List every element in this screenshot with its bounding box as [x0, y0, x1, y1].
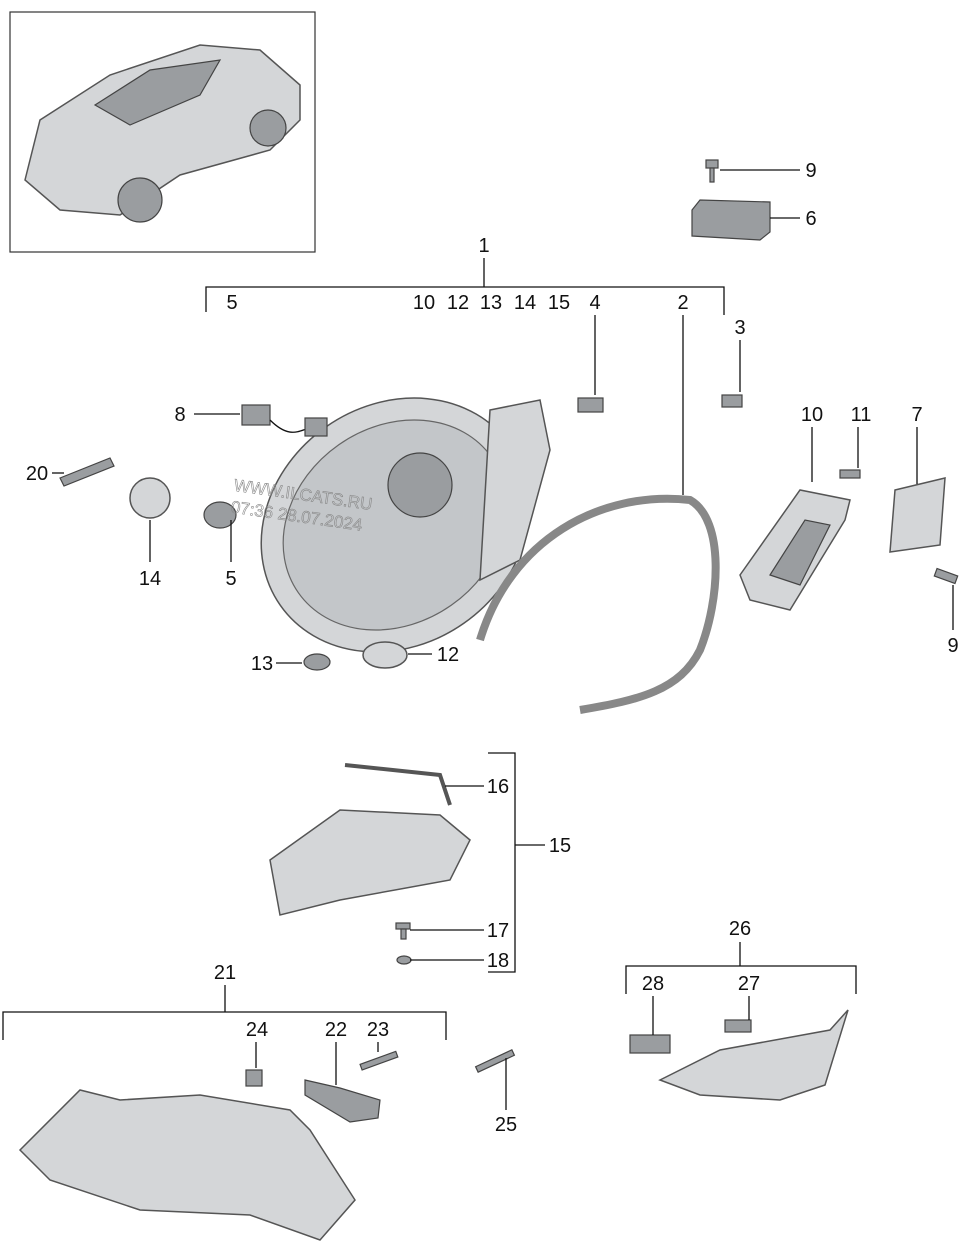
callout-1-sub-15: 15: [548, 292, 570, 314]
part-headlight-housing: [260, 397, 551, 653]
callout-24: 24: [246, 1019, 268, 1041]
callout-28: 28: [642, 973, 664, 995]
callout-labels: 9 6 1 5 10 12 13 14 15 4 2 3 8 20 14 5 1…: [26, 160, 959, 1136]
callout-9: 9: [805, 160, 816, 182]
part-screw-17: [395, 922, 411, 940]
callout-1-sub-12: 12: [447, 292, 469, 314]
callout-1-sub-14: 14: [514, 292, 536, 314]
callout-12: 12: [437, 644, 459, 666]
part-cap-12: [362, 641, 408, 669]
part-screw-23: [359, 1050, 399, 1071]
callout-15: 15: [549, 835, 571, 857]
callout-10: 10: [801, 404, 823, 426]
part-nut-24: [245, 1069, 263, 1087]
part-bulb-3: [721, 394, 743, 408]
callout-16: 16: [487, 776, 509, 798]
callout-3: 3: [734, 317, 745, 339]
callout-1-sub-10: 10: [413, 292, 435, 314]
part-bulb-27: [724, 1019, 752, 1033]
callout-26: 26: [729, 918, 751, 940]
callout-1-sub-5: 5: [226, 292, 237, 314]
callout-1: 1: [478, 235, 489, 257]
part-gasket-2: [476, 494, 720, 714]
callout-8: 8: [174, 404, 185, 426]
part-rod-16: [344, 763, 452, 806]
callout-5: 5: [225, 568, 236, 590]
callout-18: 18: [487, 950, 509, 972]
callout-7: 7: [911, 404, 922, 426]
part-socket-28: [629, 1034, 671, 1054]
callout-4: 4: [589, 292, 600, 314]
part-cap-13: [303, 653, 331, 671]
part-screw-9-right: [933, 567, 959, 585]
part-harness-8: [241, 404, 328, 437]
callout-27: 27: [738, 973, 760, 995]
part-screw-9-top: [705, 159, 719, 183]
part-bulb-5: [203, 501, 237, 529]
callout-25: 25: [495, 1114, 517, 1136]
part-daytime-light-21: [18, 1089, 356, 1241]
vehicle-thumbnail: [9, 11, 316, 253]
part-bracket-15: [269, 809, 471, 916]
part-screw-25: [474, 1049, 516, 1073]
callout-21: 21: [214, 962, 236, 984]
part-control-unit-6: [691, 199, 771, 241]
leader-lines: [2, 169, 954, 1110]
part-ballast-10: [739, 489, 851, 611]
callout-9-right: 9: [947, 635, 958, 657]
part-screw-11: [839, 469, 861, 479]
part-cap-14: [129, 477, 171, 519]
callout-14: 14: [139, 568, 161, 590]
callout-2: 2: [677, 292, 688, 314]
callout-17: 17: [487, 920, 509, 942]
part-socket-22: [304, 1079, 381, 1123]
part-bulb-4: [577, 397, 604, 413]
part-clip-20: [59, 457, 115, 487]
callout-23: 23: [367, 1019, 389, 1041]
callout-1-sub-13: 13: [480, 292, 502, 314]
callout-22: 22: [325, 1019, 347, 1041]
part-module-7: [889, 477, 946, 553]
callout-11: 11: [851, 404, 872, 426]
part-side-marker-26: [658, 1009, 849, 1101]
part-washer-18: [396, 955, 412, 965]
callout-20: 20: [26, 463, 48, 485]
callout-6: 6: [805, 208, 816, 230]
callout-13: 13: [251, 653, 273, 675]
